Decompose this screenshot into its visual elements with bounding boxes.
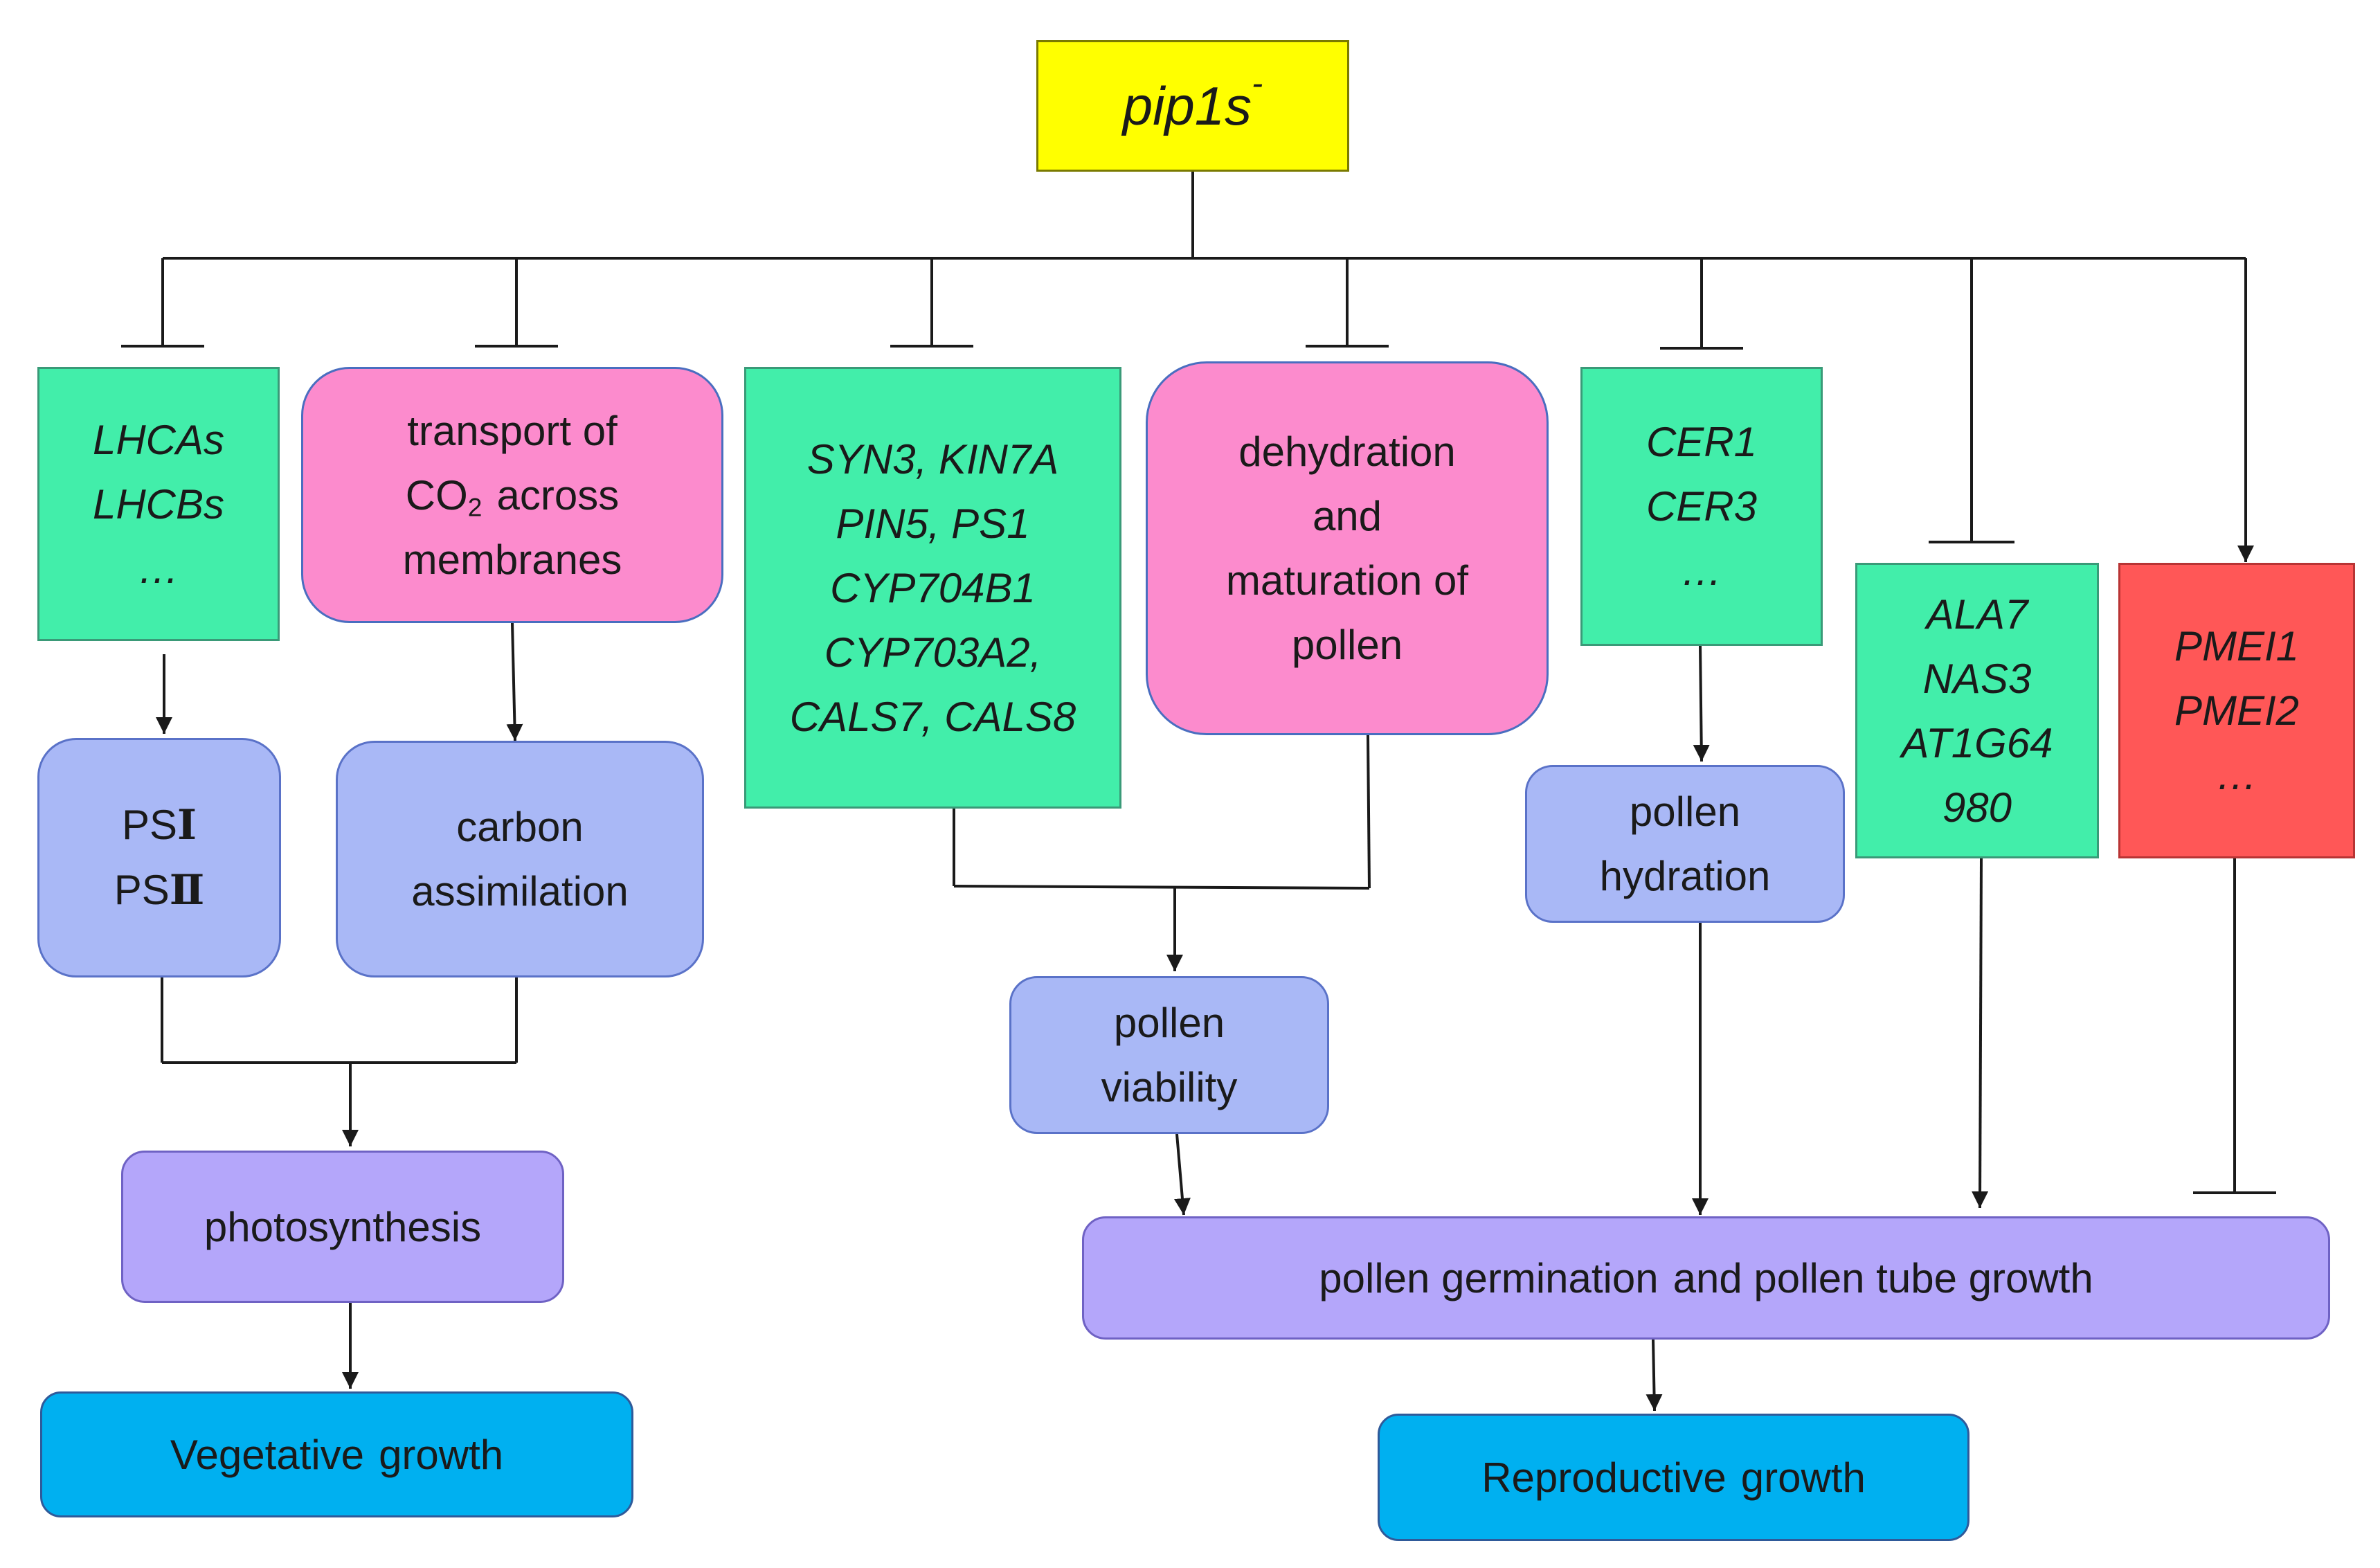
germination-part-1: pollen germination: [1319, 1254, 1659, 1301]
pollen-hydration-box: pollen hydration: [1525, 765, 1845, 923]
ala-genes-box: ALA7 NAS3 AT1G64 980: [1855, 563, 2099, 858]
pollen-genes-box: SYN3, KIN7A PIN5, PS1 CYP704B1 CYP703A2,…: [744, 367, 1121, 809]
inhibit-lhc: [121, 258, 204, 348]
germination-part-2: and pollen tube growth: [1673, 1254, 2093, 1301]
ala-gene-1: ALA7: [1926, 591, 2028, 638]
pollen-gene-line-2: PIN5, PS1: [836, 500, 1030, 547]
pollen-gene-line-4: CYP703A2,: [824, 629, 1042, 676]
carbon-line-2: assimilation: [411, 868, 629, 914]
ala-gene-4: 980: [1942, 784, 2012, 831]
viability-line-2: viability: [1101, 1064, 1238, 1110]
pmei-gene-1: PMEI1: [2174, 623, 2300, 669]
dehydration-line-1: dehydration: [1238, 429, 1456, 475]
co2-transport-line-3: membranes: [402, 536, 622, 583]
hydration-line-2: hydration: [1599, 853, 1771, 899]
pollen-gene-line-3: CYP704B1: [830, 564, 1036, 611]
pmei-genes-box: PMEI1 PMEI2 …: [2118, 563, 2355, 858]
dehydration-box: dehydration and maturation of pollen: [1146, 361, 1549, 735]
carbon-line-1: carbon: [456, 804, 584, 850]
pollen-gene-line-5: CALS7, CALS8: [789, 693, 1076, 740]
pollen-germination-box: pollen germination and pollen tube growth: [1082, 1216, 2330, 1340]
dehydration-line-3: maturation of: [1225, 557, 1469, 604]
viability-line-1: pollen: [1113, 1000, 1225, 1046]
lhc-genes-box: LHCAs LHCBs …: [37, 367, 280, 641]
reproductive-word-1: Reproductive: [1481, 1454, 1727, 1501]
root-superscript: -: [1252, 64, 1263, 102]
pmei-inhibits-germination: [2193, 858, 2276, 1194]
root-gene-label: pip1s: [1122, 75, 1252, 136]
carbon-assimilation-box: carbon assimilation: [336, 741, 704, 977]
vegetative-word-1: Vegetative: [170, 1431, 365, 1478]
cer-genes-box: CER1 CER3 …: [1580, 367, 1823, 646]
lhc-gene-2: LHCBs: [92, 480, 225, 528]
cer-gene-more: …: [1681, 548, 1722, 594]
ala-gene-2: NAS3: [1922, 655, 2032, 702]
hydration-line-1: pollen: [1629, 788, 1741, 835]
lhc-gene-more: …: [138, 545, 179, 592]
inhibit-ala: [1929, 258, 2014, 543]
vegetative-growth-box: Vegetative growth: [40, 1391, 633, 1517]
lhc-gene-1: LHCAs: [92, 416, 225, 463]
germination-to-reproductive-arrow: [1646, 1339, 1663, 1412]
photosynthesis-box: photosynthesis: [121, 1151, 564, 1303]
viability-to-germination-arrow: [1173, 1133, 1191, 1216]
inhibit-pollen-genes: [890, 258, 973, 348]
reproductive-word-2: growth: [1740, 1454, 1866, 1501]
ala-to-germination-arrow: [1972, 858, 1989, 1209]
co2-transport-box: transport of CO2 across membranes: [301, 367, 723, 623]
vegetative-word-2: growth: [379, 1431, 504, 1478]
ps2-numeral: Ⅱ: [169, 866, 205, 914]
pollen-viability-box: pollen viability: [1009, 976, 1329, 1134]
co2-prefix: CO: [405, 471, 468, 519]
pollen-gene-line-1: SYN3, KIN7A: [806, 435, 1059, 483]
co2-subscript: 2: [467, 492, 483, 521]
pmei-gene-2: PMEI2: [2174, 687, 2300, 734]
dehydration-line-2: and: [1312, 493, 1382, 539]
cer-gene-1: CER1: [1646, 419, 1758, 465]
root-pip1s-box: pip1s-: [1036, 40, 1349, 172]
co2-to-carbon-arrow: [506, 622, 523, 741]
reproductive-growth-box: Reproductive growth: [1378, 1414, 1969, 1541]
ps2-prefix: PS: [114, 867, 170, 913]
dehydration-line-4: pollen: [1291, 622, 1403, 668]
ps1-numeral: Ⅰ: [177, 801, 197, 849]
co2-transport-line-1: transport of: [407, 407, 617, 454]
photosystems-box: PSⅠ PSⅡ: [37, 738, 281, 977]
co2-suffix: across: [496, 471, 620, 519]
pmei-gene-more: …: [2216, 752, 2257, 798]
ps1-prefix: PS: [121, 802, 177, 848]
inhibit-dehydration: [1306, 258, 1389, 348]
cer-gene-2: CER3: [1646, 483, 1758, 530]
inhibit-co2-transport: [475, 258, 558, 348]
inhibit-cer: [1660, 258, 1743, 350]
cer-to-hydration-arrow: [1693, 645, 1710, 762]
ala-gene-3: AT1G64: [1901, 719, 2053, 766]
photosynthesis-label: photosynthesis: [204, 1203, 482, 1250]
